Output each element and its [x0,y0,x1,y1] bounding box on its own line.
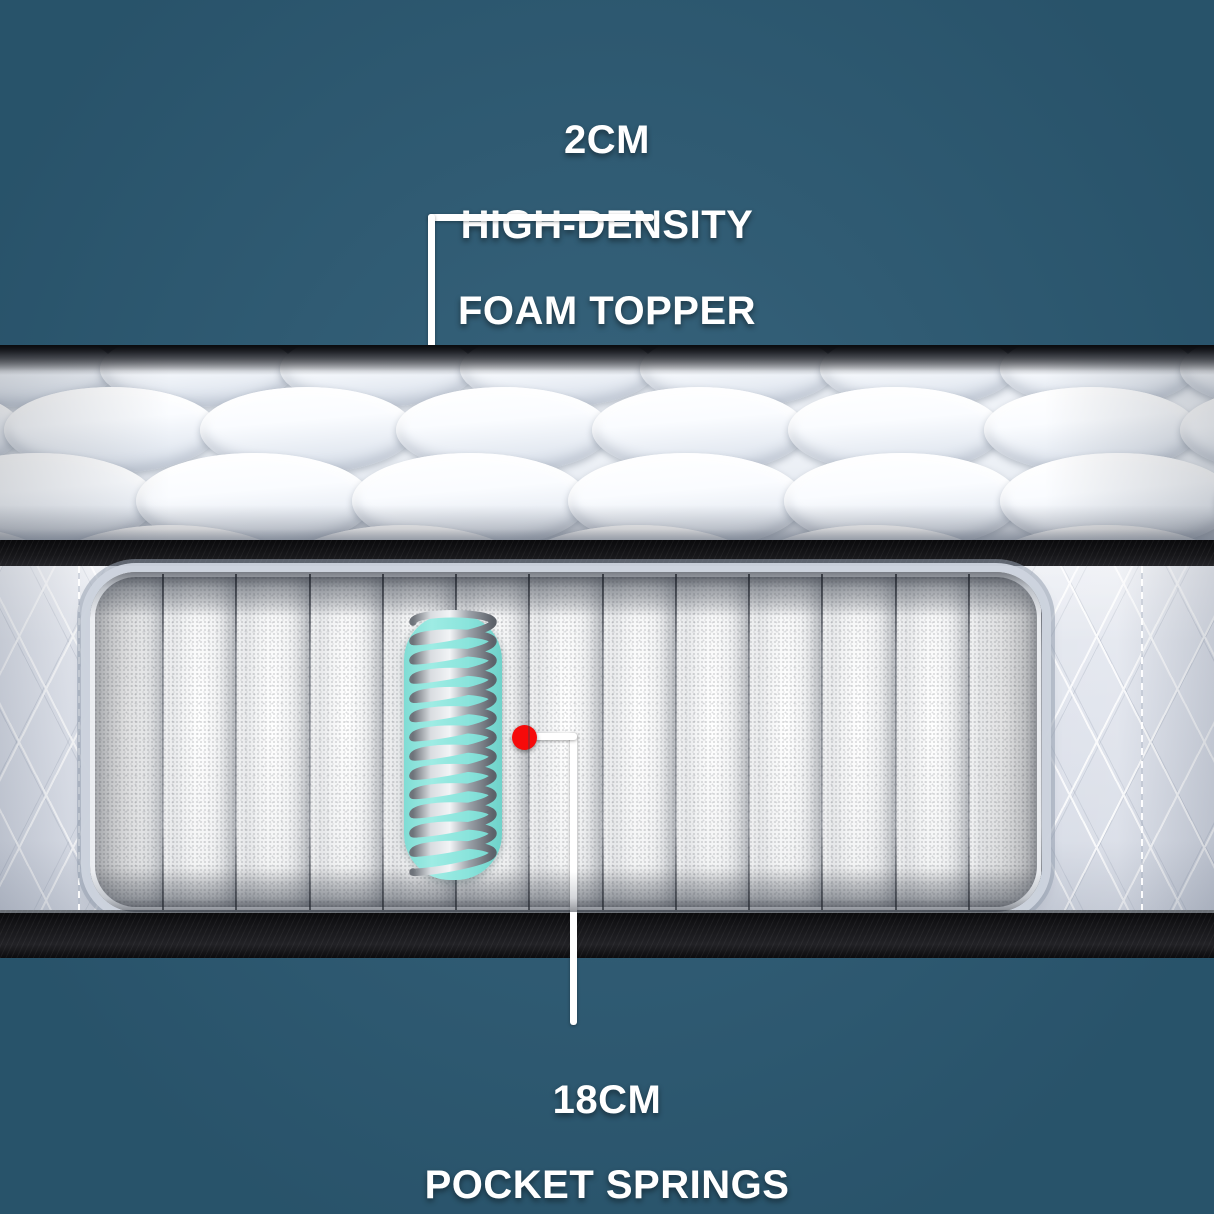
pocket-seam [601,574,604,910]
pocket-seam [308,574,311,910]
pocket-seam [821,574,824,910]
coil-turn [409,725,497,761]
pocket-spring-cylinder [968,572,1042,912]
pocket-seam [748,574,751,910]
pocket-spring-cylinder [90,572,165,912]
pocket-spring-cylinder [675,572,751,912]
pocket-spring-cylinder [163,572,238,912]
top-callout-line2: HIGH-DENSITY [460,203,754,248]
pocket-seam [1041,574,1042,910]
pocket-spring-cylinder [236,572,311,912]
top-surface-edge-shadow [0,345,1214,375]
pocket-seam [894,574,897,910]
side-panel-stitch-seam-right [1141,566,1143,918]
bottom-callout-line2: POCKET SPRINGS [424,1163,790,1208]
pocket-seam [967,574,970,910]
pocket-seam [162,574,165,910]
bottom-callout-line1: 18CM [552,1077,662,1122]
top-callout-line1: 2CM [564,117,650,162]
coil-turn [409,821,497,857]
pocket-spring-cylinder [749,572,824,912]
top-callout-text: 2CM HIGH-DENSITY FOAM TOPPER [0,76,1214,376]
pocket-spring-cylinder [309,572,384,912]
top-leader-line-vertical [428,214,435,364]
pocket-seam [381,574,384,910]
lower-border-band [0,910,1214,958]
coil-turn [409,667,497,703]
band-weave-texture [0,910,1214,958]
top-leader-line-horizontal [428,214,654,221]
side-panel-stitch-seam-left [78,566,80,918]
top-surface-shading [0,345,1214,545]
pocket-spring-cylinder [895,572,970,912]
top-callout-line3: FOAM TOPPER [457,288,757,333]
coil-turn [409,706,497,742]
pocket-seam [528,574,531,910]
coil-turn [409,763,497,800]
bottom-callout-text: 18CM POCKET SPRINGS [0,1036,1214,1214]
coil-turn [409,610,497,646]
coil-turn [409,840,497,877]
coil-turn [409,629,497,665]
pocket-spring-cylinder [529,572,604,912]
pocket-spring-coil-icon [409,610,497,877]
pocket-seam [674,574,677,910]
pocket-spring-row [90,572,1042,912]
pocket-spring-cutaway-window [90,572,1042,912]
coil-turn [409,648,497,684]
coil-turn [409,783,497,819]
pocket-seam [235,574,238,910]
pocket-spring-cylinder [822,572,897,912]
coil-turn [409,744,497,780]
mattress-quilted-top-surface [0,345,1214,545]
coil-turn [409,686,497,723]
pocket-spring-cylinder [602,572,677,912]
coil-turn [409,802,497,838]
